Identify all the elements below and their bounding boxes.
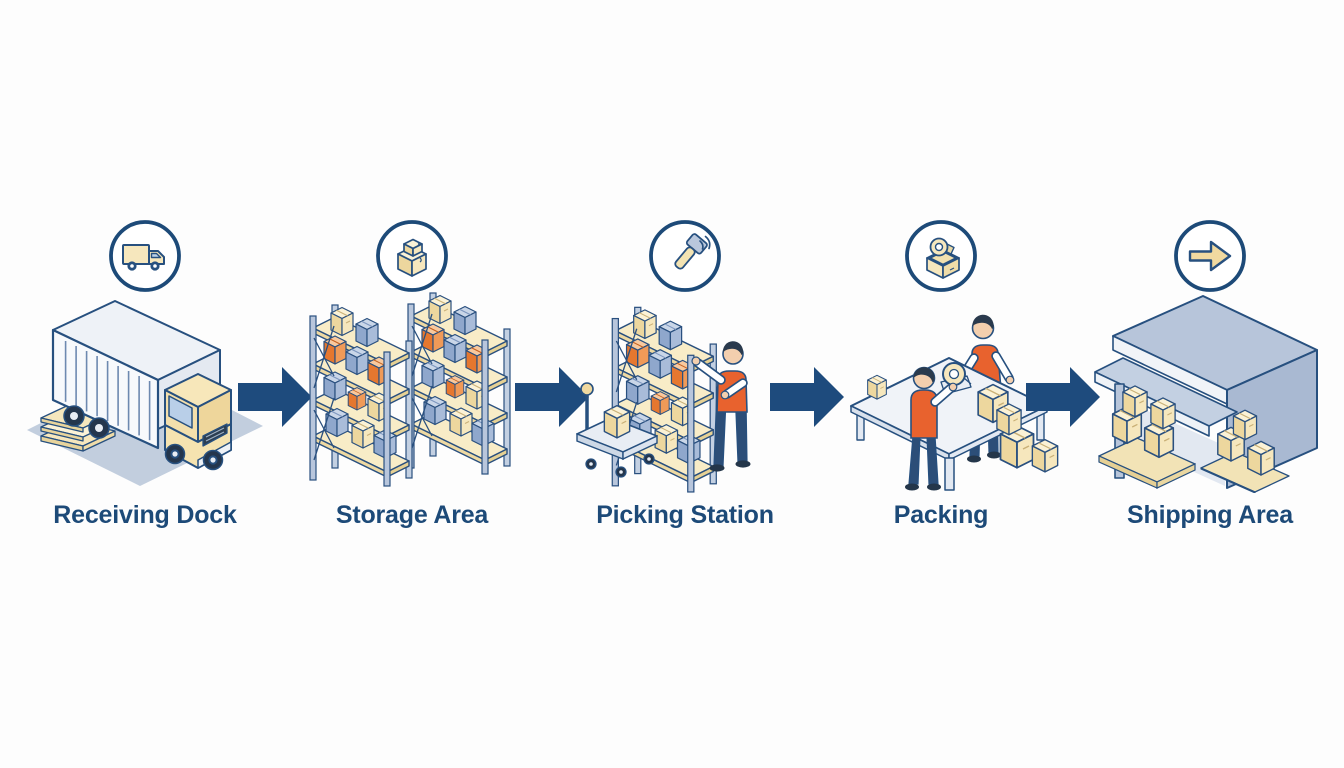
shipping-pallet-left	[1098, 385, 1196, 489]
picking-rack	[612, 307, 716, 492]
stage-label-storage-area: Storage Area	[335, 501, 489, 529]
stage-shipping-area: Shipping Area	[1085, 218, 1335, 530]
loading-dock-illustration	[1094, 295, 1318, 493]
arrow-right-icon	[1174, 220, 1246, 292]
flow-arrow-3	[770, 367, 844, 427]
stage-label-receiving-dock: Receiving Dock	[53, 501, 237, 529]
flow-arrow-1	[238, 367, 312, 427]
picking-trolley	[576, 382, 658, 478]
packing-table-illustration	[850, 314, 1059, 491]
stage-packing: Packing	[826, 218, 1059, 530]
stage-picking-station: Picking Station	[570, 218, 800, 530]
stage-label-packing: Packing	[893, 501, 989, 529]
shipping-pallet-right	[1200, 409, 1290, 493]
stage-storage-area: Storage Area	[297, 218, 527, 530]
truck-cab	[164, 373, 232, 471]
stage-label-shipping-area: Shipping Area	[1127, 501, 1293, 529]
tape-dispenser-icon	[905, 220, 977, 292]
storage-rack-back	[408, 293, 510, 474]
storage-rack-front	[310, 305, 412, 486]
stage-label-picking-station: Picking Station	[596, 501, 774, 529]
truck-icon	[109, 220, 181, 292]
storage-racks-illustration	[297, 288, 527, 493]
worker-picking-illustration	[576, 288, 751, 493]
truck-at-dock-illustration	[27, 300, 263, 486]
picking-worker	[691, 341, 751, 472]
packing-worker-front	[905, 366, 958, 491]
flow-arrow-4	[1026, 367, 1100, 427]
stacked-boxes-icon	[376, 220, 448, 292]
barcode-scanner-icon	[649, 220, 721, 292]
box-on-table-small	[867, 374, 887, 400]
stage-receiving-dock: Receiving Dock	[10, 218, 280, 530]
flow-arrow-2	[515, 367, 589, 427]
